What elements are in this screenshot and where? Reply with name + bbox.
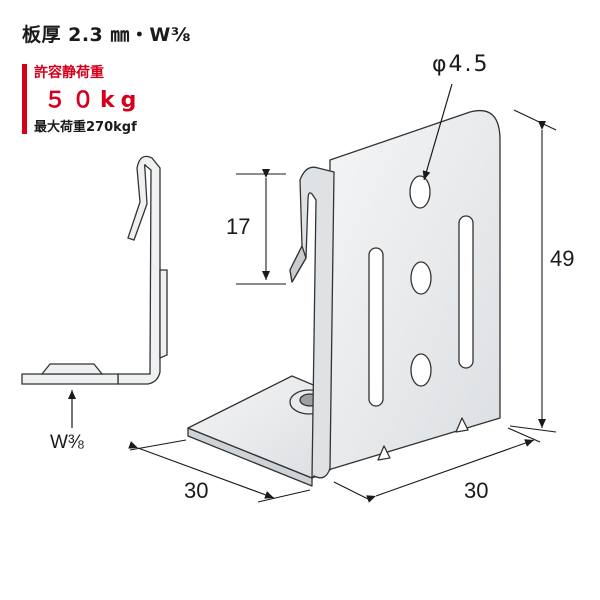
dim-17-lines bbox=[236, 169, 286, 285]
dim-30-width-lines bbox=[333, 427, 541, 503]
width-label: 30 bbox=[464, 478, 489, 503]
dim-30-depth-lines bbox=[128, 439, 311, 503]
load-accent-bar bbox=[22, 64, 27, 134]
allowable-load-label: 許容静荷重 bbox=[34, 65, 104, 81]
side-profile-view bbox=[21, 155, 168, 385]
height-label: 49 bbox=[550, 246, 575, 271]
hole-pointer-arrow bbox=[422, 83, 453, 181]
slot-span-label: 17 bbox=[226, 214, 251, 239]
allowable-load-value: ５０kg bbox=[44, 88, 143, 113]
plate-thickness-spec: 板厚 2.3 ㎜・W⅜ bbox=[22, 24, 192, 46]
dim-49-lines bbox=[509, 109, 557, 433]
bracket-perspective-view bbox=[187, 110, 501, 487]
hole-diameter-label: φ4.5 bbox=[432, 52, 490, 77]
max-load-text: 最大荷重270kgf bbox=[34, 120, 137, 135]
bolt-size-label: W⅜ bbox=[50, 432, 84, 453]
depth-label: 30 bbox=[184, 478, 209, 503]
